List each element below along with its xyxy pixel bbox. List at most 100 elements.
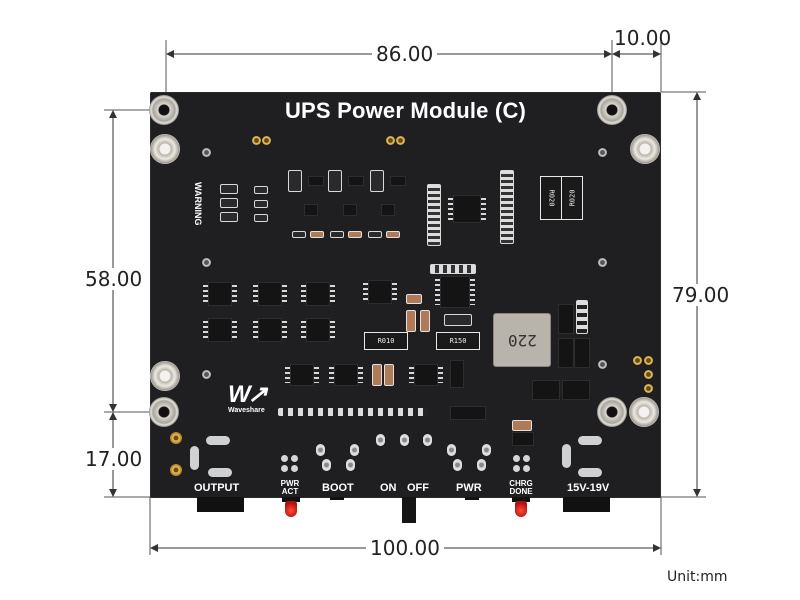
sot-transistor xyxy=(390,176,406,186)
dim-label-86: 86.00 xyxy=(372,43,438,65)
shunt-resistor: R020 xyxy=(540,176,562,220)
soic8-ic xyxy=(363,280,397,304)
soic8-ic xyxy=(285,364,319,386)
smd-capacitor xyxy=(384,364,394,386)
pogo-pin xyxy=(252,136,261,145)
smd-resistor xyxy=(330,231,344,238)
warning-led xyxy=(220,184,238,194)
soic8-ic xyxy=(203,282,237,306)
pogo-pin xyxy=(644,384,653,393)
chrg-done-led-pad xyxy=(523,465,530,472)
via xyxy=(598,258,607,267)
sot-ic xyxy=(381,204,395,216)
board-title: UPS Power Module (C) xyxy=(284,98,527,123)
chrg-done-led-base xyxy=(512,497,530,502)
smd-capacitor xyxy=(406,310,416,332)
smd-capacitor xyxy=(310,231,324,238)
sot-transistor xyxy=(308,176,324,186)
smd-resistor xyxy=(292,231,306,238)
smd-resistor xyxy=(368,231,382,238)
smd-capacitor xyxy=(348,231,362,238)
output-gold-socket xyxy=(170,464,182,476)
mounting-hole-right-lower xyxy=(629,397,659,427)
dim-label-10: 10.00 xyxy=(614,26,672,50)
label-input-voltage: 15V-19V xyxy=(567,482,610,494)
pwr-button-pad xyxy=(477,459,486,471)
resistor-array xyxy=(500,170,514,244)
smd-capacitor xyxy=(512,420,532,431)
pogo-pin xyxy=(262,136,271,145)
chrg-done-led-pad xyxy=(513,455,520,462)
shunt-resistor: R150 xyxy=(436,332,480,350)
power-mosfet xyxy=(574,338,590,368)
pwr-button[interactable] xyxy=(465,497,479,500)
dim-label-79: 79.00 xyxy=(668,284,734,306)
resistor-array xyxy=(576,300,588,334)
pwr-act-led-pad xyxy=(281,465,288,472)
warning-label: WARNING xyxy=(193,182,203,226)
smd-capacitor xyxy=(372,364,382,386)
mounting-standoff-bottom-right xyxy=(597,397,627,427)
boot-button[interactable] xyxy=(330,497,344,500)
switch-pad xyxy=(376,434,385,446)
chrg-done-led xyxy=(515,501,527,517)
pogo-pin xyxy=(396,136,405,145)
power-inductor: 220 xyxy=(493,313,551,367)
smd-diode xyxy=(450,360,464,388)
sot-ic xyxy=(343,204,357,216)
smd-resistor xyxy=(254,214,268,222)
smd-capacitor xyxy=(406,294,422,304)
sot-transistor xyxy=(348,176,364,186)
smd-diode xyxy=(370,170,384,192)
boot-button-pad xyxy=(322,459,331,471)
smd-diode xyxy=(450,406,486,420)
soic8-ic xyxy=(532,380,560,400)
shunt-resistor: R020 xyxy=(561,176,583,220)
smd-resistor xyxy=(254,200,268,208)
label-pwr: PWR xyxy=(456,482,482,494)
mounting-hole-right-upper xyxy=(630,134,660,164)
chrg-done-led-pad xyxy=(513,465,520,472)
pwr-button-pad xyxy=(482,444,491,456)
pwr-button-pad xyxy=(447,444,456,456)
input-pad xyxy=(578,468,602,477)
soic8-ic xyxy=(301,318,335,342)
switch-pad xyxy=(423,434,432,446)
smd-diode xyxy=(288,170,302,192)
pwr-act-led-base xyxy=(282,497,300,502)
input-dc-connector xyxy=(563,497,610,512)
pwr-act-led-pad xyxy=(291,455,298,462)
pwr-act-led-pad xyxy=(281,455,288,462)
mounting-hole-left-upper xyxy=(150,134,180,164)
output-connector xyxy=(197,497,244,512)
warning-led xyxy=(220,198,238,208)
mounting-hole-left-lower xyxy=(150,361,180,391)
mounting-standoff-top-left xyxy=(149,95,179,125)
boot-button-pad xyxy=(350,444,359,456)
smd-diode xyxy=(328,170,342,192)
mounting-standoff-bottom-left xyxy=(149,397,179,427)
on-off-switch[interactable] xyxy=(402,497,416,523)
power-mosfet xyxy=(558,304,574,334)
smd-capacitor xyxy=(420,310,430,332)
via xyxy=(202,258,211,267)
via xyxy=(598,148,607,157)
resistor-array xyxy=(427,184,441,246)
output-gold-socket xyxy=(170,432,182,444)
resistor-row xyxy=(278,408,428,416)
waveshare-logo: W↗ Waveshare xyxy=(228,381,268,414)
pogo-pin xyxy=(644,356,653,365)
pogo-pin xyxy=(644,370,653,379)
input-pad xyxy=(562,444,571,468)
smd-resistor xyxy=(254,186,268,194)
pogo-pin xyxy=(633,356,642,365)
switch-pad xyxy=(400,434,409,446)
mounting-standoff-top-right xyxy=(597,95,627,125)
resistor-array xyxy=(444,314,472,326)
waveshare-logo-icon: W↗ xyxy=(228,381,268,408)
soic8-ic xyxy=(329,364,363,386)
dim-label-58: 58.00 xyxy=(81,268,147,290)
input-pad xyxy=(578,436,602,445)
soic8-ic xyxy=(203,318,237,342)
label-chrg-done: CHRG DONE xyxy=(509,479,533,496)
